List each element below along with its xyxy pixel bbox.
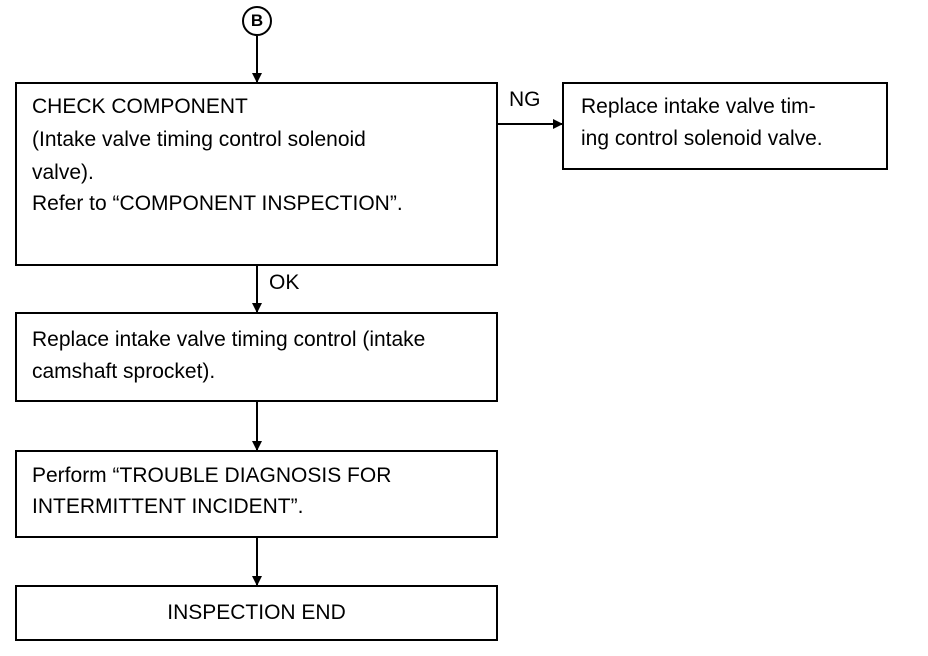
check-component-line-2: (Intake valve timing control solenoid xyxy=(32,128,366,151)
replace-solenoid-line-1: Replace intake valve tim- xyxy=(581,95,816,118)
replace-ivtc-box xyxy=(15,312,498,402)
connector-b: B xyxy=(242,6,272,36)
inspection-end-box xyxy=(15,585,498,641)
check-component-line-3: valve). xyxy=(32,161,94,184)
inspection-end-label: INSPECTION END xyxy=(167,601,346,624)
ng-label: NG xyxy=(509,88,541,111)
check-component-box xyxy=(15,82,498,266)
replace-solenoid-line-2: ing control solenoid valve. xyxy=(581,127,823,150)
perform-diagnosis-line-1: Perform “TROUBLE DIAGNOSIS FOR xyxy=(32,464,392,487)
check-component-line-4: Refer to “COMPONENT INSPECTION”. xyxy=(32,192,403,215)
perform-diagnosis-box xyxy=(15,450,498,538)
check-component-line-1: CHECK COMPONENT xyxy=(32,95,248,118)
perform-diagnosis-line-2: INTERMITTENT INCIDENT”. xyxy=(32,495,304,518)
replace-ivtc-line-1: Replace intake valve timing control (int… xyxy=(32,328,426,351)
replace-ivtc-line-2: camshaft sprocket). xyxy=(32,360,216,383)
ok-label: OK xyxy=(269,271,300,294)
replace-solenoid-box xyxy=(562,82,888,170)
